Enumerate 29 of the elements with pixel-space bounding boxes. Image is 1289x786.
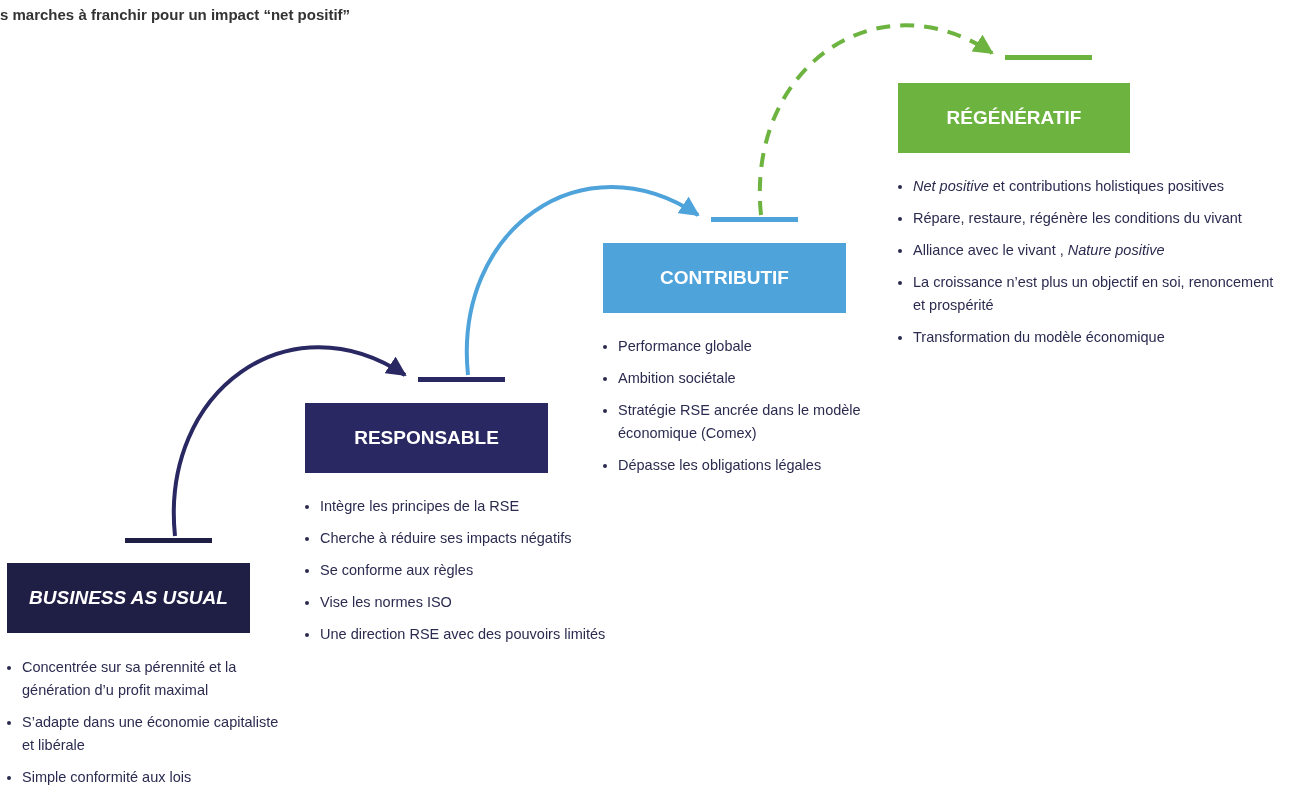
bullet-text: Stratégie RSE ancrée dans le modèle économique (Comex) — [618, 401, 862, 443]
bullet-text: S’adapte dans une économie capitaliste et libérale — [22, 713, 280, 755]
bullet-text: Performance globale — [618, 337, 752, 356]
arrow — [172, 345, 407, 537]
step-box: RÉGÉNÉRATIF — [898, 83, 1130, 153]
step-bar — [711, 217, 798, 222]
bullet-text: Concentrée sur sa pérennité et la génération d’u profit maximal — [22, 658, 238, 700]
bullet-text: Se conforme aux règles — [320, 561, 474, 580]
step-box: RESPONSABLE — [305, 403, 548, 473]
bullet-text: Cherche à réduire ses impacts négatifs — [320, 529, 572, 548]
bullet-text: Alliance avec le vivant , Nature positive — [913, 241, 1165, 260]
arrow — [465, 185, 700, 376]
bullet-text: Transformation du modèle économique — [913, 328, 1165, 347]
bullet-text: Une direction RSE avec des pouvoirs limités — [320, 625, 606, 644]
bullet-text: Ambition sociétale — [618, 369, 736, 388]
step-bar — [418, 377, 505, 382]
bullet-text: La croissance n’est plus un objectif en soi, renoncement et prospérité — [913, 273, 1275, 315]
bullet-text: Simple conformité aux lois — [22, 768, 192, 786]
title: s marches à franchir pour un impact “net positif” — [0, 5, 351, 25]
arrow — [758, 23, 994, 216]
step-bar — [125, 538, 212, 543]
bullet-text: Dépasse les obligations légales — [618, 456, 822, 475]
bullet-text: Net positive et contributions holistiques positives — [913, 177, 1225, 196]
bullet-text: Vise les normes ISO — [320, 593, 452, 612]
step-bar — [1005, 55, 1092, 60]
step-box: BUSINESS AS USUAL — [7, 563, 250, 633]
bullet-text: Intègre les principes de la RSE — [320, 497, 520, 516]
step-box: CONTRIBUTIF — [603, 243, 846, 313]
bullet-text: Répare, restaure, régénère les conditions du vivant — [913, 209, 1242, 228]
